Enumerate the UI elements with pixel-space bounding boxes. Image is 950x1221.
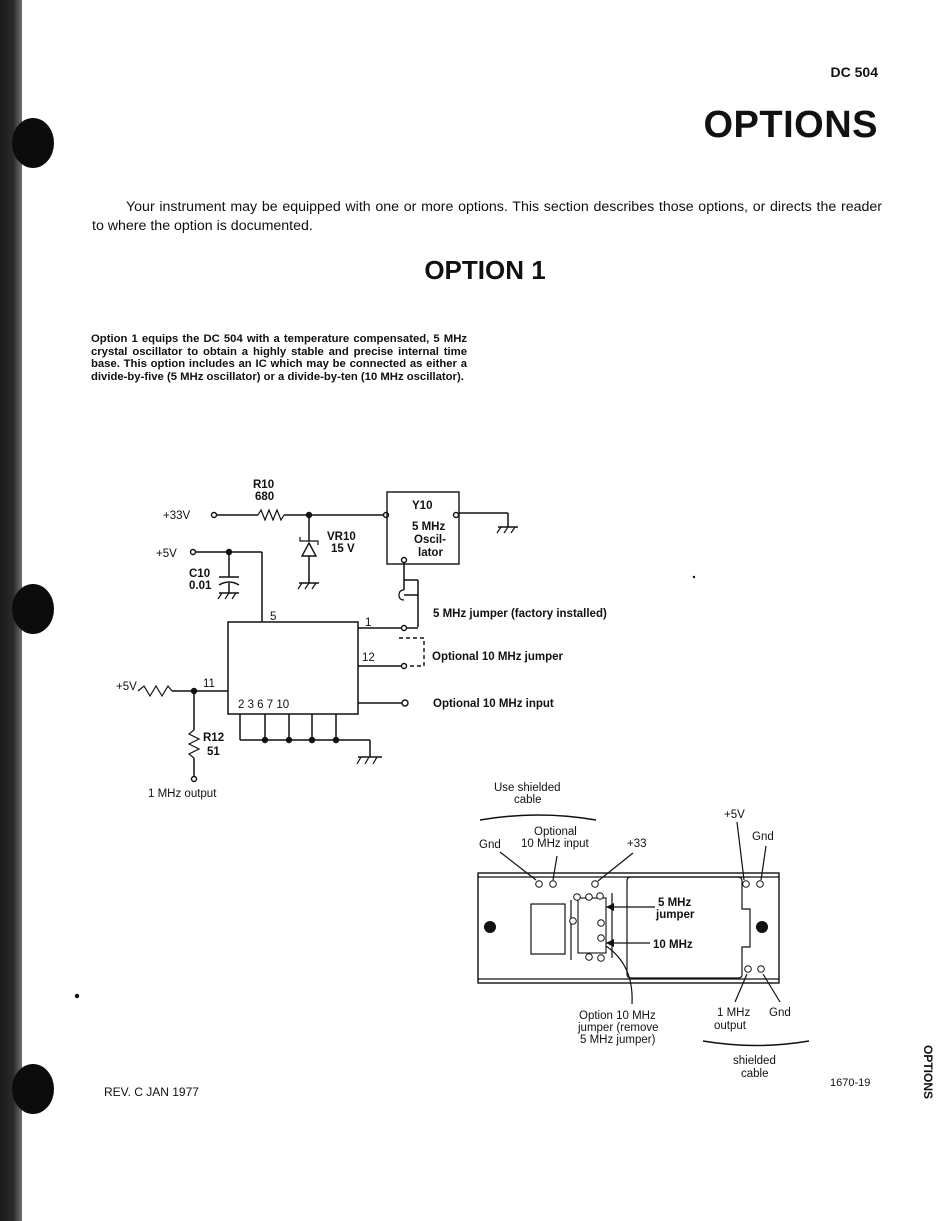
pin11-resistor bbox=[137, 684, 173, 698]
5mhz-jumper-board-label2: jumper bbox=[655, 909, 695, 921]
1mhz-output-label: 1 MHz output bbox=[148, 788, 217, 800]
1mhz-board-label: 1 MHz bbox=[717, 1007, 750, 1019]
pin12-label: 12 bbox=[362, 652, 375, 664]
use-shielded-cable-label: cable bbox=[514, 794, 542, 806]
pin11-label: 11 bbox=[203, 678, 215, 690]
ground-symbol bbox=[496, 526, 518, 534]
gnd-bottom-label: Gnd bbox=[769, 1007, 791, 1019]
option-description: Option 1 equips the DC 504 with a temper… bbox=[91, 333, 467, 383]
circuit-board bbox=[477, 872, 780, 984]
10mhz-input-label: 10 MHz input bbox=[521, 838, 590, 850]
r12-ref-label: R12 bbox=[203, 732, 224, 744]
optional-10mhz-jumper-dashed bbox=[399, 637, 425, 667]
10mhz-board-label: 10 MHz bbox=[653, 939, 693, 951]
shielded-label: shielded bbox=[733, 1055, 776, 1067]
option-10mhz-label2: jumper (remove bbox=[577, 1022, 659, 1034]
c10-ref-label: C10 bbox=[189, 568, 210, 580]
r12-resistor bbox=[187, 729, 201, 759]
r12-value-label: 51 bbox=[207, 746, 220, 758]
v33-label: +33V bbox=[163, 510, 191, 522]
plus5v-label: +5V bbox=[724, 809, 745, 821]
gnd-left-label: Gnd bbox=[479, 839, 501, 851]
y10-line2: Oscil- bbox=[414, 534, 446, 546]
ground-symbol bbox=[356, 756, 382, 765]
5mhz-jumper-label: 5 MHz jumper (factory installed) bbox=[433, 608, 607, 620]
r10-ref-label: R10 bbox=[253, 479, 274, 491]
optional-label: Optional bbox=[534, 826, 577, 838]
binder-hole-top bbox=[12, 118, 54, 168]
c10-value-label: 0.01 bbox=[189, 580, 212, 592]
vr10-zener bbox=[300, 541, 318, 557]
vr10-value-label: 15 V bbox=[331, 543, 355, 555]
plus33-label: +33 bbox=[627, 838, 647, 850]
v5-top-label: +5V bbox=[156, 548, 177, 560]
page-title: OPTIONS bbox=[703, 104, 878, 146]
edge-tab-label: OPTIONS bbox=[921, 1045, 935, 1100]
option-10mhz-label: Option 10 MHz bbox=[579, 1010, 656, 1022]
section-title: OPTION 1 bbox=[424, 255, 546, 285]
document-code: DC 504 bbox=[830, 64, 878, 80]
oscillator-module-outline bbox=[626, 876, 751, 979]
binder-hole-bottom bbox=[12, 1064, 54, 1114]
optional-10mhz-input-label: Optional 10 MHz input bbox=[433, 698, 554, 710]
y10-ref-label: Y10 bbox=[412, 500, 432, 512]
vr10-ref-label: VR10 bbox=[327, 531, 356, 543]
y10-line1: 5 MHz bbox=[412, 521, 445, 533]
ground-symbol bbox=[217, 592, 239, 600]
divider-ic bbox=[227, 621, 359, 715]
gnd-right-label: Gnd bbox=[752, 831, 774, 843]
option-10mhz-label3: 5 MHz jumper) bbox=[580, 1034, 656, 1046]
mount-hole-left bbox=[484, 921, 496, 933]
shielded-cable-label: cable bbox=[741, 1068, 769, 1080]
y10-line3: lator bbox=[418, 547, 443, 559]
figure-number: 1670-19 bbox=[830, 1077, 871, 1089]
5mhz-jumper-board-label: 5 MHz bbox=[658, 897, 691, 909]
intro-paragraph: Your instrument may be equipped with one… bbox=[92, 199, 882, 234]
v33-terminal bbox=[210, 511, 218, 519]
pin5-label: 5 bbox=[270, 611, 276, 623]
r10-value-label: 680 bbox=[255, 491, 274, 503]
output-board-label: output bbox=[714, 1020, 747, 1032]
v5-left-label: +5V bbox=[116, 681, 137, 693]
mount-hole-right bbox=[756, 921, 768, 933]
pins-bottom-label: 2 3 6 7 10 bbox=[238, 699, 289, 711]
schematic: R10 680 +33V VR10 15 V Y10 5 MHz Oscil- … bbox=[116, 479, 607, 800]
y10-oscillator-box bbox=[386, 491, 460, 565]
ground-symbol bbox=[297, 582, 319, 590]
pin1-label: 1 bbox=[365, 617, 371, 629]
use-shielded-label: Use shielded bbox=[494, 782, 560, 794]
revision-label: REV. C JAN 1977 bbox=[104, 1085, 199, 1099]
optional-10mhz-jumper-label: Optional 10 MHz jumper bbox=[432, 651, 564, 663]
board-layout: Use shielded cable Optional Gnd 10 MHz i… bbox=[477, 782, 810, 1080]
binder-hole-middle bbox=[12, 584, 54, 634]
binding-edge bbox=[0, 0, 22, 1221]
r10-resistor bbox=[257, 508, 285, 522]
